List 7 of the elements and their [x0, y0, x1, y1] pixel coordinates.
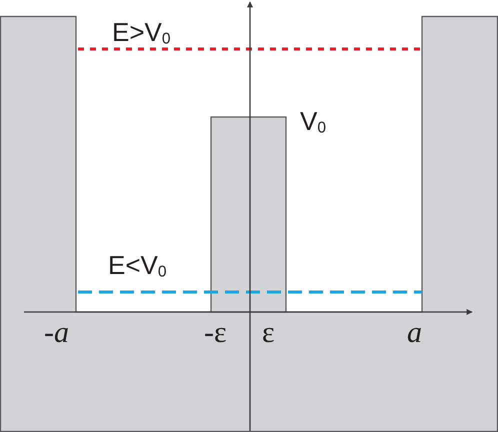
axis-tick-label: ε: [262, 318, 275, 348]
axis-tick-label: a: [407, 318, 422, 348]
energy-label: E>V$_{0}$: [112, 19, 171, 47]
potential-label: V$_{0}$: [300, 108, 326, 136]
energy-label: E<V$_{0}$: [108, 252, 167, 280]
axis-tick-label: -ε: [204, 318, 227, 348]
axis-tick-label: -a: [44, 318, 69, 348]
